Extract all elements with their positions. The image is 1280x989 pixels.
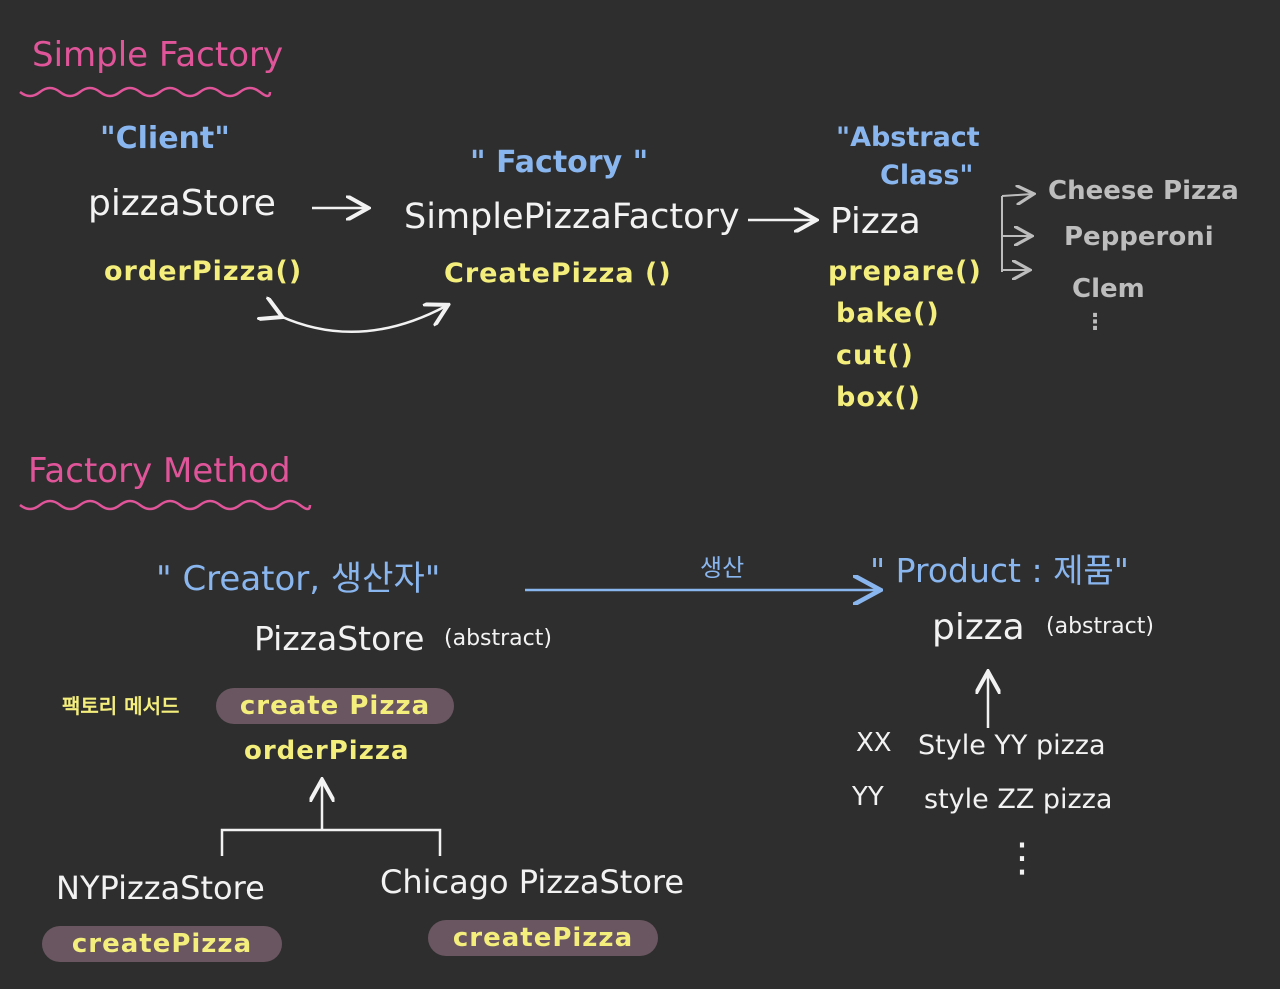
- product-method-prepare: prepare(): [828, 256, 982, 287]
- product-class-name: Pizza: [830, 201, 921, 242]
- subclass-pepperoni: Pepperoni: [1064, 222, 1214, 252]
- client-label: "Client": [100, 121, 230, 156]
- section-title-factory-method: Factory Method: [28, 451, 291, 491]
- subclass-cheese-pizza: Cheese Pizza: [1048, 176, 1239, 206]
- factory-method: CreatePizza (): [444, 258, 672, 289]
- abstract-class-label: Class": [880, 160, 974, 191]
- product-method-cut: cut(): [836, 340, 914, 371]
- product-row-prefix-yy: YY: [852, 782, 884, 812]
- creator-class-name: PizzaStore: [254, 619, 425, 658]
- creator-method-create-pizza: create Pizza: [216, 688, 454, 724]
- factory-method-korean-label: 팩토리 메서드: [62, 694, 180, 718]
- factory-method-underline: [19, 499, 312, 511]
- product-method-box: box(): [836, 382, 921, 413]
- subclass-clem: Clem: [1072, 274, 1145, 304]
- simple-factory-underline: [19, 86, 272, 98]
- client-class-name: pizzaStore: [88, 183, 276, 224]
- subclass-ny-pizza-store: NYPizzaStore: [56, 869, 265, 907]
- creator-label: " Creator, 생산자": [156, 559, 441, 599]
- arrow-label-produce: 생산: [700, 554, 745, 582]
- factory-class-name: SimplePizzaFactory: [404, 197, 740, 237]
- product-method-bake: bake(): [836, 298, 940, 329]
- subclass-more: ⋮: [1084, 310, 1106, 335]
- creator-abstract-note: (abstract): [444, 626, 552, 651]
- product-abstract-note: (abstract): [1046, 614, 1154, 639]
- section-title-simple-factory: Simple Factory: [32, 35, 284, 75]
- product-row-prefix-xx: XX: [856, 728, 892, 758]
- subclass-chicago-pizza-store: Chicago PizzaStore: [380, 863, 685, 901]
- product-more: ⋮: [1002, 835, 1042, 881]
- product-row-style-zz: style ZZ pizza: [924, 784, 1113, 815]
- product-row-style-yy: Style YY pizza: [918, 730, 1106, 761]
- subclass-chicago-create-pizza: createPizza: [428, 920, 658, 956]
- factory-label: " Factory ": [470, 145, 649, 180]
- product-label: " Product : 제품": [870, 551, 1129, 590]
- client-method: orderPizza(): [104, 256, 303, 287]
- inheritance-branch: [220, 828, 442, 856]
- curved-arrow-return: [280, 306, 446, 334]
- creator-method-order-pizza: orderPizza: [244, 736, 410, 766]
- subclass-ny-create-pizza: createPizza: [42, 926, 282, 962]
- product-pizza-name: pizza: [932, 607, 1025, 648]
- abstract-label: "Abstract: [836, 122, 980, 153]
